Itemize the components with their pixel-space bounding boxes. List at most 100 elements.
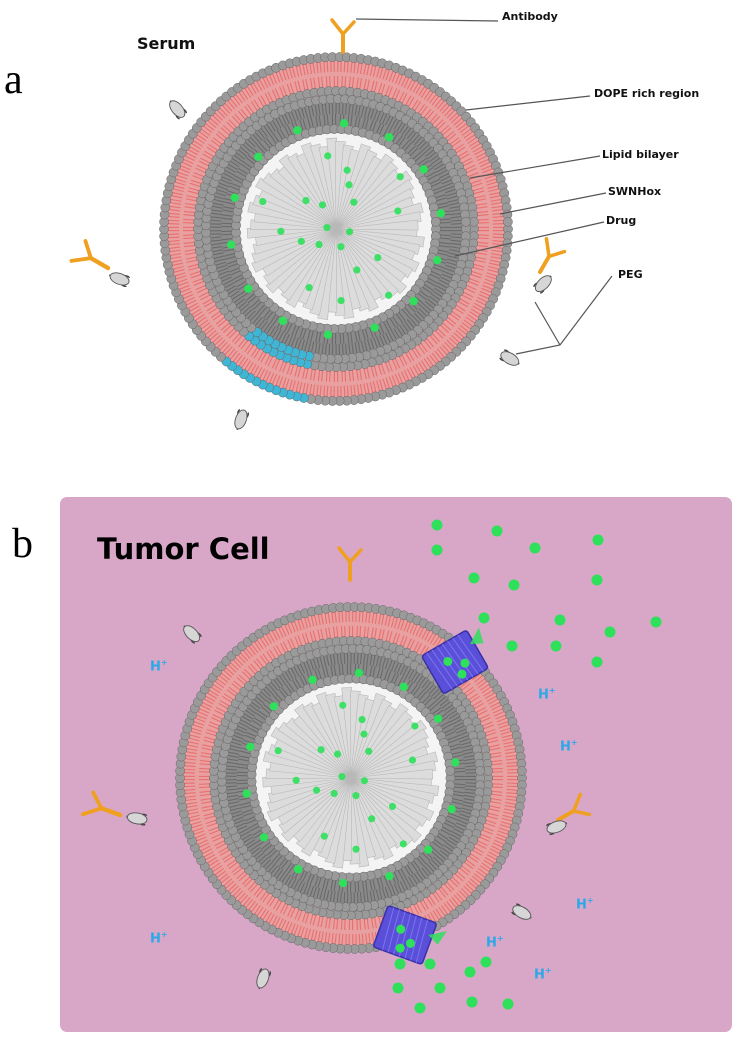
drug-molecule <box>353 266 361 274</box>
drug-molecule <box>433 714 443 723</box>
panel-b-liposome <box>80 519 662 1014</box>
drug-molecule <box>554 614 566 626</box>
drug-molecule <box>385 871 394 881</box>
drug-molecule <box>394 207 402 215</box>
antibody <box>556 792 592 822</box>
drug-molecule <box>460 658 470 668</box>
peg-chain <box>183 625 202 644</box>
drug-molecule <box>491 525 503 537</box>
drug-molecule <box>312 786 321 794</box>
antibody-label: Antibody <box>502 10 558 23</box>
lipid-bilayer-leader <box>469 155 601 179</box>
nanohorn-spoke <box>335 219 419 231</box>
drug-molecule <box>337 243 345 251</box>
drug-molecule <box>345 181 353 189</box>
drug-molecule <box>604 626 616 638</box>
drug-molecule <box>650 616 662 628</box>
drug-molecule <box>550 640 562 652</box>
panel-a-letter: a <box>4 57 23 103</box>
release-arrow <box>428 931 447 945</box>
drug-molecule <box>443 657 453 667</box>
drug-molecule <box>399 840 407 848</box>
drug-molecule <box>343 166 351 174</box>
drug-molecule <box>345 228 354 236</box>
drug-molecule <box>297 237 305 245</box>
proton-label: H+ <box>538 686 556 703</box>
serum-label: Serum <box>137 34 196 53</box>
drug-molecule <box>433 256 442 265</box>
drug-leader <box>454 221 605 257</box>
proton-label: H+ <box>486 934 504 951</box>
drug-molecule <box>242 789 251 798</box>
drug-label: Drug <box>606 214 637 227</box>
drug-molecule <box>436 209 446 218</box>
peg-chain <box>533 275 552 294</box>
drug-molecule <box>529 542 541 554</box>
release-arrow <box>470 627 484 645</box>
peg-chain <box>511 903 532 920</box>
drug-molecule <box>424 958 436 970</box>
drug-molecule <box>293 126 302 135</box>
drug-molecule <box>244 284 253 293</box>
lipid-bilayer-label: Lipid bilayer <box>602 148 679 161</box>
drug-molecule <box>305 283 313 292</box>
drug-molecule <box>591 656 603 668</box>
drug-molecule <box>399 682 408 691</box>
drug-molecule <box>330 789 338 798</box>
drug-molecule <box>323 223 331 232</box>
peg-leader-2 <box>534 301 561 346</box>
drug-molecule <box>464 966 476 978</box>
drug-molecule <box>254 152 263 162</box>
proton-label: H+ <box>560 738 578 755</box>
drug-molecule <box>384 133 394 142</box>
drug-molecule <box>396 924 406 934</box>
swnhox-leader <box>499 192 607 215</box>
peg-chain <box>169 100 188 120</box>
antibody <box>330 18 356 54</box>
proton-label: H+ <box>534 966 552 983</box>
drug-molecule <box>354 668 364 678</box>
drug-molecule <box>370 323 379 332</box>
panel-a-liposome <box>69 18 567 431</box>
drug-molecule <box>409 296 418 306</box>
drug-molecule <box>333 750 342 758</box>
peg-chain <box>126 812 148 826</box>
drug-molecule <box>419 165 428 174</box>
drug-molecule <box>338 772 346 781</box>
antibody <box>69 239 111 271</box>
tumor-cell-label: Tumor Cell <box>97 532 270 566</box>
drug-molecule <box>592 534 604 546</box>
antibody <box>337 546 363 582</box>
peg-chain <box>108 272 131 288</box>
antibody <box>538 237 567 274</box>
drug-molecule <box>278 316 288 325</box>
drug-molecule <box>385 291 393 299</box>
peg-chain <box>256 967 272 990</box>
lipid-head <box>475 765 485 776</box>
drug-molecule <box>374 253 382 262</box>
drug-molecule <box>274 747 282 755</box>
drug-molecule <box>277 227 285 235</box>
drug-molecule <box>317 746 325 754</box>
lipid-head <box>502 216 513 227</box>
drug-molecule <box>350 198 358 206</box>
peg-label: PEG <box>618 268 643 281</box>
label-leader-lines <box>355 18 613 355</box>
drug-molecule <box>468 572 480 584</box>
drug-molecule <box>394 958 406 970</box>
drug-molecule <box>246 742 255 752</box>
drug-molecule <box>434 982 446 994</box>
drug-molecule <box>408 756 417 764</box>
drug-molecule <box>324 152 332 160</box>
drug-molecule <box>478 612 490 624</box>
drug-molecule <box>411 722 419 730</box>
drug-molecule <box>365 747 373 755</box>
peg-chain <box>234 408 250 431</box>
lipid-head <box>445 766 455 776</box>
lipid-head <box>517 766 527 776</box>
nanohorn-spoke <box>350 768 434 780</box>
proton-label: H+ <box>576 896 594 913</box>
drug-molecule <box>339 119 349 128</box>
